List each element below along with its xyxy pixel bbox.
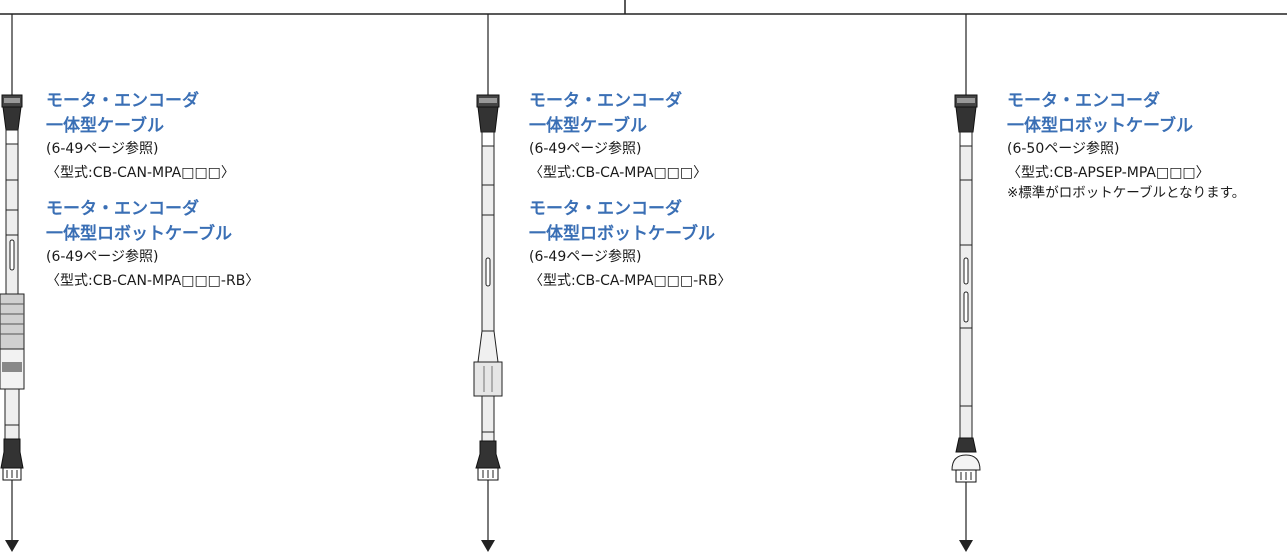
column-2-labels: モータ・エンコーダ 一体型ケーブル (6-49ページ参照) 〈型式:CB-CA-… [529,89,929,291]
connector-bottom-2 [475,440,501,481]
cable-1 [0,14,25,552]
connector-top-2 [476,94,500,147]
entry-title-line2: 一体型ロボットケーブル [46,224,232,244]
entry-title-line1: モータ・エンコーダ [529,91,682,111]
entry-title-line1: モータ・エンコーダ [46,199,199,219]
arrow-down-icon [481,540,495,552]
entry-title-line2: 一体型ロボットケーブル [529,224,715,244]
entry-title-line2: 一体型ロボットケーブル [1007,116,1193,136]
entry-title-line1: モータ・エンコーダ [1007,91,1160,111]
cable-entry: モータ・エンコーダ 一体型ロボットケーブル (6-49ページ参照) 〈型式:CB… [529,197,929,291]
entry-title-line2: 一体型ケーブル [529,116,647,136]
column-3-labels: モータ・エンコーダ 一体型ロボットケーブル (6-50ページ参照) 〈型式:CB… [1007,89,1285,203]
cable-entry: モータ・エンコーダ 一体型ロボットケーブル (6-50ページ参照) 〈型式:CB… [1007,89,1285,203]
entry-model: 〈型式:CB-CA-MPA□□□-RB〉 [529,273,732,289]
column-1-labels: モータ・エンコーダ 一体型ケーブル (6-49ページ参照) 〈型式:CB-CAN… [46,89,446,291]
arrow-down-icon [959,540,973,552]
entry-model: 〈型式:CB-CA-MPA□□□〉 [529,165,708,181]
entry-model: 〈型式:CB-CAN-MPA□□□〉 [46,165,235,181]
cable-entry: モータ・エンコーダ 一体型ケーブル (6-49ページ参照) 〈型式:CB-CAN… [46,89,446,183]
entry-note: ※標準がロボットケーブルとなります。 [1007,185,1246,201]
cable-entry: モータ・エンコーダ 一体型ロボットケーブル (6-49ページ参照) 〈型式:CB… [46,197,446,291]
entry-title-line1: モータ・エンコーダ [46,91,199,111]
entry-page-ref: (6-49ページ参照) [529,249,642,265]
entry-model: 〈型式:CB-APSEP-MPA□□□〉 [1007,165,1210,181]
connector-bottom-1 [0,438,24,481]
connector-bottom-3 [951,437,981,483]
entry-page-ref: (6-49ページ参照) [46,249,159,265]
connector-top-3 [954,94,978,147]
entry-model: 〈型式:CB-CAN-MPA□□□-RB〉 [46,273,260,289]
arrow-down-icon [5,540,19,552]
connector-top-1 [1,94,23,145]
entry-title-line1: モータ・エンコーダ [529,199,682,219]
entry-page-ref: (6-49ページ参照) [529,141,642,157]
entry-page-ref: (6-49ページ参照) [46,141,159,157]
cable-entry: モータ・エンコーダ 一体型ケーブル (6-49ページ参照) 〈型式:CB-CA-… [529,89,929,183]
cable-2 [473,14,503,552]
entry-page-ref: (6-50ページ参照) [1007,141,1120,157]
entry-title-line2: 一体型ケーブル [46,116,164,136]
cable-3 [951,14,981,552]
